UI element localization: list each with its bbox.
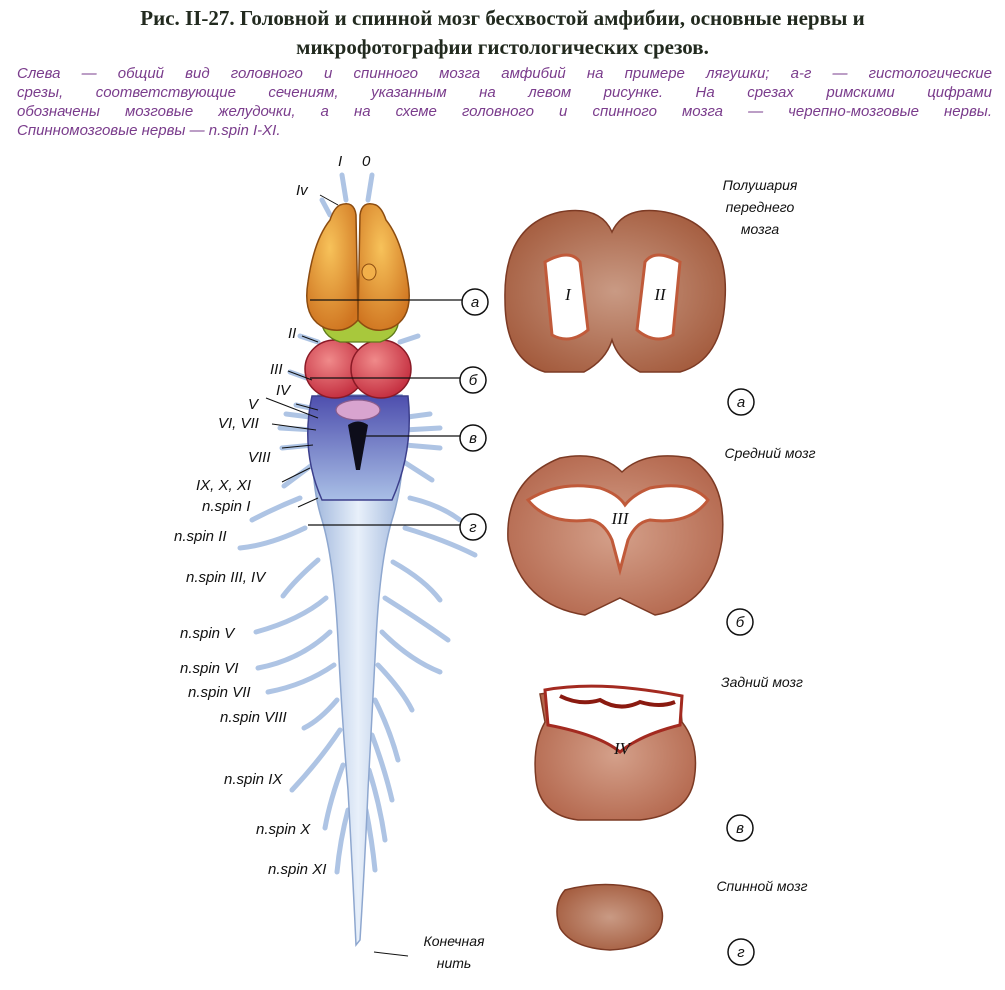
spinal-cord [312,394,405,948]
spinal-nerves [237,495,478,875]
nerve-spin-II-right [402,525,478,558]
hemisphere-bulb [361,263,377,281]
nerve-spin-V-left [253,595,329,635]
caption-line2: срезы, соответствующие сечениям, указанн… [17,84,992,101]
section-a-forebrain: I II [504,209,727,373]
svg-text:в: в [469,430,477,447]
fourth-ventricle [348,421,368,470]
cut-lines [308,299,462,526]
svg-text:г: г [469,519,477,536]
section-marker-b: б [726,608,754,636]
label-ventricle-IV: IV [613,739,633,758]
nerve-spin-VII-right [375,662,415,713]
nerve-spin-I-left [249,495,303,523]
label-filum-1: Конечная [424,933,485,949]
nerve-spin-IX-left [289,727,343,793]
nerve-spin-VI-left [255,629,333,671]
label-spin-VII: n.spin VII [188,684,251,701]
section-v-hindbrain: IV [534,684,697,821]
section-marker-g: г [727,938,755,966]
caption-line1: Слева — общий вид головного и спинного м… [17,65,992,82]
label-nerve-III: III [270,361,283,378]
label-ventricle-III: III [611,509,630,528]
nerve-IX-X-XI [281,459,435,489]
nerve-II-right [397,333,421,345]
figure-caption: Слева — общий вид головного и спинного м… [17,64,992,140]
label-leaders [265,194,409,957]
svg-text:б: б [469,372,478,389]
nerve-spin-IX-right [369,732,395,803]
label-ventricle-I: I [564,285,572,304]
label-spin-II: n.spin II [174,528,227,545]
label-forebrain-2: переднего [726,199,795,215]
hemisphere-left [306,203,359,331]
marker-a: а [461,288,489,316]
label-nerve-II: II [288,325,296,342]
label-forebrain-3: мозга [741,221,779,237]
label-nerve-IX-X-XI: IX, X, XI [196,477,251,494]
nerve-spin-I-right [407,495,463,523]
nerve-spin-III-left [280,557,321,599]
label-nerve-I: I [338,153,342,170]
optic-lobe-right [350,339,412,399]
svg-text:г: г [737,944,745,961]
label-filum-2: нить [437,955,472,971]
label-nerve-0: 0 [362,153,371,170]
label-midbrain: Средний мозг [724,445,815,461]
svg-text:б: б [736,614,745,631]
nerve-I-left [339,172,349,203]
nerve-0 [365,172,375,203]
marker-b: б [459,366,487,394]
label-hindbrain: Задний мозг [721,674,803,690]
nerve-spin-V-right [382,595,451,643]
svg-text:в: в [736,820,744,837]
label-nerve-IV-top: Iv [296,182,309,199]
label-nerve-IV: IV [276,382,292,399]
label-spin-VIII: n.spin VIII [220,709,287,726]
nerve-IV-top [319,197,333,218]
label-spin-X: n.spin X [256,821,311,838]
section-marker-v: в [726,814,754,842]
figure-title-line2: микрофотографии гистологических срезов. [296,35,709,59]
label-nerve-VIII: VIII [248,449,271,466]
label-spinal: Спинной мозг [716,878,807,894]
svg-text:а: а [471,294,479,311]
nerve-spin-VII-left [265,662,337,695]
label-forebrain-1: Полушария [723,177,798,193]
label-spin-III-IV: n.spin III, IV [186,569,267,586]
label-nerve-V: V [248,396,260,413]
section-marker-a: а [727,388,755,416]
nerve-spin-X-right [366,767,388,843]
nerve-spin-VI-right [379,629,443,675]
svg-text:а: а [737,394,745,411]
nerve-spin-VIII-right [372,697,401,763]
label-spin-XI: n.spin XI [268,861,326,878]
label-ventricle-II: II [653,285,667,304]
label-nerve-VI-VII: VI, VII [218,415,259,432]
nerve-spin-X-left [322,762,346,831]
caption-line3: обозначены мозговые желудочки, а на схем… [17,103,992,120]
figure-title-line1: Рис. II-27. Головной и спинной мозг бесх… [140,6,865,30]
nerve-spin-III-right [390,559,443,603]
section-g-spinal [556,883,664,951]
nerve-spin-II-left [237,525,308,551]
label-spin-IX: n.spin IX [224,771,283,788]
caption-line4: Спинномозговые нервы — n.spin I-XI. [17,122,281,139]
marker-g: г [459,513,487,541]
label-spin-VI: n.spin VI [180,660,238,677]
nerve-spin-VIII-left [301,697,340,731]
marker-v: в [459,424,487,452]
figure-title: Рис. II-27. Головной и спинной мозг бесх… [0,4,1005,62]
cerebellum [335,399,381,421]
label-spin-I: n.spin I [202,498,250,515]
label-spin-V: n.spin V [180,625,236,642]
hemisphere-right [357,203,410,331]
section-b-midbrain: III [507,455,724,616]
nerve-spin-XI-left [334,807,351,875]
